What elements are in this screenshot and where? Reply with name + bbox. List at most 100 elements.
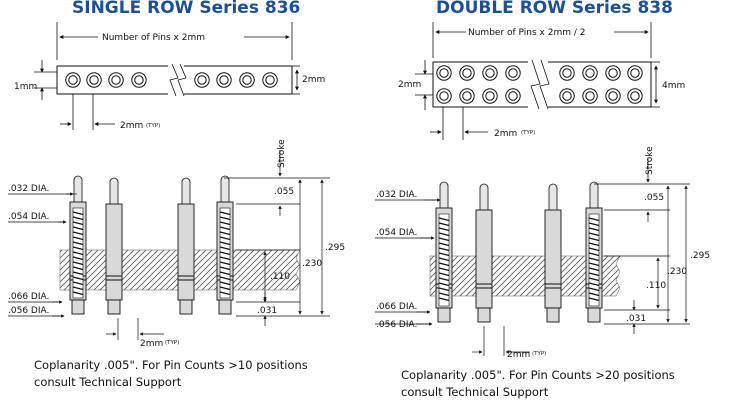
pin-hole-inner (265, 75, 275, 85)
spring-pin (69, 175, 87, 315)
pin-hole-inner (508, 68, 518, 78)
sr-dim-055: .055 (274, 187, 294, 197)
dr-left-label: 2mm (398, 80, 421, 90)
spring-pin (216, 175, 234, 315)
pin-hole (194, 72, 210, 88)
spring-coil (588, 217, 600, 302)
pin-hole (108, 72, 124, 88)
double-row-side-view: .032 DIA. .054 DIA. .066 DIA. .056 DIA. … (375, 146, 710, 360)
tail (587, 307, 601, 323)
pin-hole (605, 88, 621, 104)
pin-hole (582, 88, 598, 104)
tail (218, 299, 232, 315)
pin-hole (436, 88, 452, 104)
sr-bottom-typ: (TYP) (165, 340, 179, 346)
dr-dim-110: .110 (646, 281, 666, 291)
pin-hole (239, 72, 255, 88)
pin-hole-inner (630, 68, 640, 78)
pin-hole (559, 65, 575, 81)
pin-hole (216, 72, 232, 88)
sr-pitch-label: 2mm (120, 121, 143, 131)
sr-bottom-pitch: 2mm (140, 339, 163, 349)
dr-stroke-label: Stroke (645, 146, 655, 175)
dr-pitch-label: 2mm (494, 129, 517, 139)
pin-hole (65, 72, 81, 88)
dr-bottom-pitch: 2mm (507, 350, 530, 360)
tail (546, 307, 560, 323)
pin-hole (482, 88, 498, 104)
pin-hole (605, 65, 621, 81)
double-row-top-view (415, 22, 660, 140)
single-row-top-view (34, 22, 300, 130)
double-row-note-line2: consult Technical Support (401, 385, 549, 399)
pin-hole-inner (462, 91, 472, 101)
tail (107, 299, 121, 315)
spring-coil (438, 217, 450, 302)
sr-pins-label: Number of Pins x 2mm (102, 33, 205, 43)
tail (437, 307, 451, 323)
single-row-side-view: .032 DIA. .054 DIA. .066 DIA. .056 DIA. … (8, 139, 345, 349)
pin-hole-inner (219, 75, 229, 85)
dr-dia-066: .066 DIA. (376, 302, 417, 312)
pin-hole-inner (585, 68, 595, 78)
pin-hole (559, 88, 575, 104)
spring-pin (177, 177, 195, 315)
tail (477, 307, 491, 323)
sr-dia-066: .066 DIA. (8, 292, 49, 302)
spring-coil (72, 211, 84, 296)
tail (179, 299, 193, 315)
dr-dim-031: .031 (626, 314, 646, 324)
pin-hole-inner (439, 68, 449, 78)
dr-height-label: 4mm (662, 81, 685, 91)
spring-pin (585, 181, 603, 323)
pin-hole (86, 72, 102, 88)
sr-dim-110: .110 (270, 272, 290, 282)
pin-hole (505, 65, 521, 81)
pin-hole-inner (111, 75, 121, 85)
tail (71, 299, 85, 315)
sr-dia-054: .054 DIA. (8, 212, 49, 222)
pin-hole-inner (485, 91, 495, 101)
pin-hole (436, 65, 452, 81)
pin-hole (627, 88, 643, 104)
single-row-note-line2: consult Technical Support (34, 375, 182, 389)
spring-pin (435, 181, 453, 323)
pin-hole-inner (68, 75, 78, 85)
double-row-note: Coplanarity .005". For Pin Counts >20 po… (401, 367, 675, 401)
sr-pitch-typ: (TYP) (146, 123, 160, 129)
sr-stroke-label: Stroke (277, 139, 287, 168)
pin-hole-inner (439, 91, 449, 101)
pin-hole-inner (562, 68, 572, 78)
sr-dim-295: .295 (325, 243, 345, 253)
dr-dia-032: .032 DIA. (376, 190, 417, 200)
spring-pin (105, 177, 123, 315)
sr-dia-032: .032 DIA. (8, 184, 49, 194)
pin-hole (505, 88, 521, 104)
sr-dim-230: .230 (302, 259, 322, 269)
barrel (475, 209, 493, 309)
dr-dim-295: .295 (690, 251, 710, 261)
pin-hole (262, 72, 278, 88)
double-row-title: DOUBLE ROW Series 838 (436, 0, 673, 18)
pin-hole (482, 65, 498, 81)
pin-hole (627, 65, 643, 81)
pin-hole-inner (242, 75, 252, 85)
pin-hole-inner (89, 75, 99, 85)
pin-hole (459, 88, 475, 104)
spring-coil (219, 211, 231, 296)
pin-hole (582, 65, 598, 81)
barrel (544, 209, 562, 309)
pin-hole-inner (608, 68, 618, 78)
barrel (105, 203, 123, 301)
pin-hole (459, 65, 475, 81)
dr-dim-055: .055 (644, 193, 664, 203)
pin-hole-inner (462, 68, 472, 78)
sr-dia-056: .056 DIA. (8, 306, 49, 316)
sr-dim-031: .031 (257, 306, 277, 316)
pin-hole-inner (485, 68, 495, 78)
pin-hole-inner (585, 91, 595, 101)
dr-dim-230: .230 (667, 267, 687, 277)
spring-pin (475, 183, 493, 323)
dr-dia-056: .056 DIA. (376, 320, 417, 330)
single-row-title: SINGLE ROW Series 836 (72, 0, 301, 18)
